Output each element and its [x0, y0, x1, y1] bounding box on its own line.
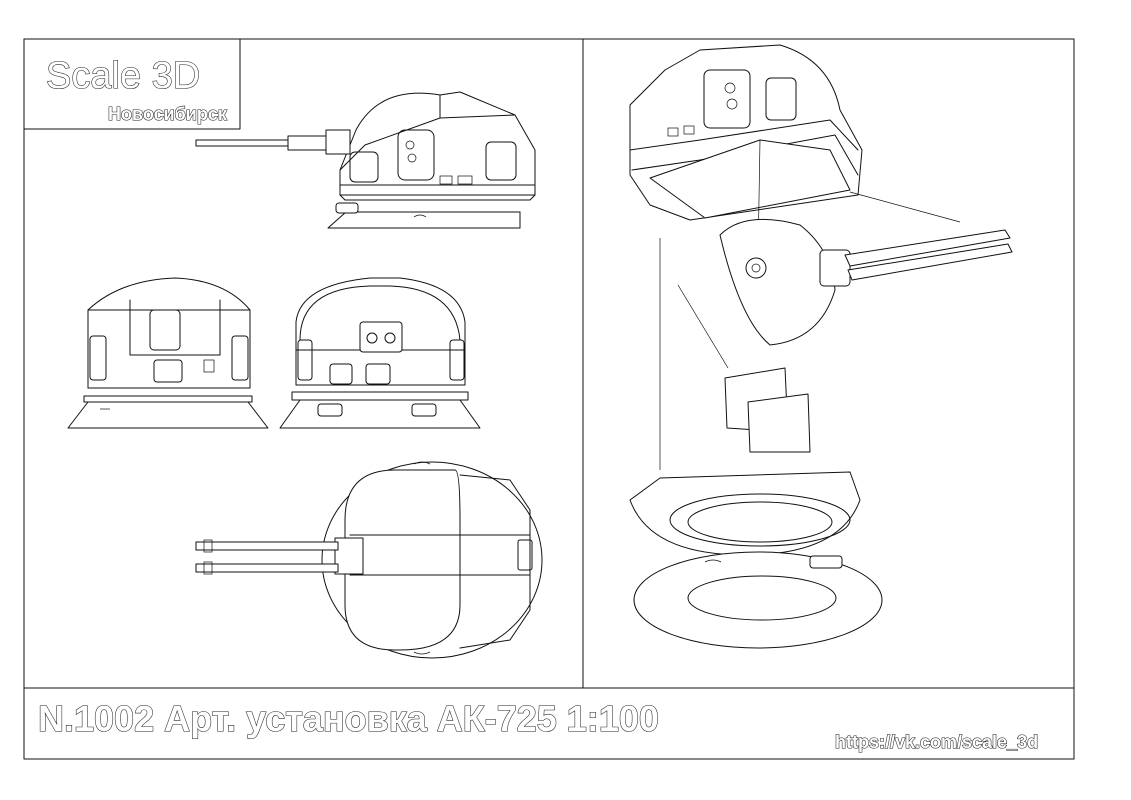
logo-brand: Scale 3D [46, 55, 200, 97]
logo-city: Новосибирск [108, 104, 228, 124]
drawing-title: N.1002 Арт. установка АК-725 1:100 [38, 698, 659, 739]
front-view [67, 277, 269, 429]
rear-view [279, 277, 481, 429]
exploded-view [629, 44, 1013, 649]
top-view [195, 461, 543, 659]
sheet-border [23, 38, 1075, 760]
logo-box [23, 38, 241, 130]
side-view [195, 91, 536, 229]
vk-link: https://vk.com/scale_3d [835, 732, 1038, 752]
